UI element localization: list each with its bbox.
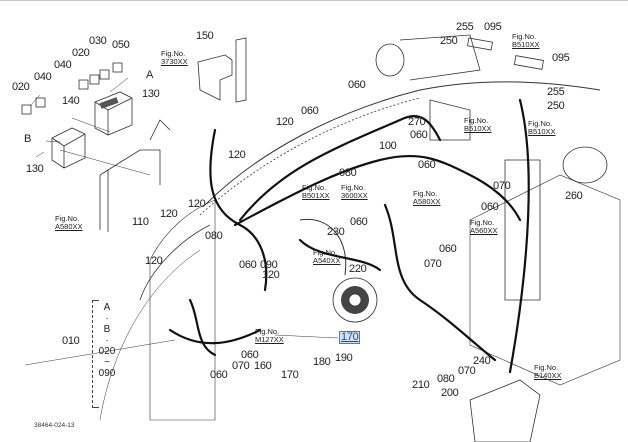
callout-180[interactable]: 180 <box>313 356 331 368</box>
callout-070[interactable]: 070 <box>232 360 250 372</box>
group-item: ~ <box>104 357 110 368</box>
fuse-box-a <box>94 91 133 136</box>
callout-230[interactable]: 230 <box>327 226 345 238</box>
fig-ref-3730xx[interactable]: Fig.No.3730XX <box>161 49 188 66</box>
callout-220[interactable]: 220 <box>349 263 367 275</box>
callout-130[interactable]: 130 <box>142 88 160 100</box>
callout-210[interactable]: 210 <box>412 379 430 391</box>
callout-250[interactable]: 250 <box>440 35 458 47</box>
callout-080[interactable]: 080 <box>339 167 357 179</box>
group-item: 090 <box>98 368 116 379</box>
callout-020[interactable]: 020 <box>72 47 90 59</box>
group-item: B <box>103 324 111 335</box>
image-code: 38464-024-13 <box>34 422 75 429</box>
callout-255[interactable]: 255 <box>547 86 565 98</box>
callout-090[interactable]: 090 <box>260 259 278 271</box>
callout-060[interactable]: 060 <box>481 201 499 213</box>
callout-200[interactable]: 200 <box>441 387 459 399</box>
callout-250[interactable]: 250 <box>547 100 565 112</box>
fig-ref-b510xx[interactable]: Fig.No.B510XX <box>512 32 540 49</box>
fuses <box>21 62 123 115</box>
callout-120[interactable]: 120 <box>160 208 178 220</box>
callout-120[interactable]: 120 <box>228 149 246 161</box>
callout-170[interactable]: 170 <box>281 369 299 381</box>
callout-160[interactable]: 160 <box>254 360 272 372</box>
callout-140[interactable]: 140 <box>62 95 80 107</box>
fig-ref-b510xx[interactable]: Fig.No.B510XX <box>528 119 556 136</box>
fig-ref-m127xx[interactable]: Fig.No.M127XX <box>255 327 284 344</box>
callout-170-highlighted[interactable]: 170 <box>339 331 361 344</box>
group-010-bracket <box>92 300 99 408</box>
callout-240[interactable]: 240 <box>473 355 491 367</box>
fig-ref-b510xx[interactable]: Fig.No.B510XX <box>464 116 492 133</box>
callout-060[interactable]: 060 <box>210 369 228 381</box>
callout-130[interactable]: 130 <box>26 163 44 175</box>
fig-ref-b501xx[interactable]: Fig.No.B501XX <box>302 183 330 200</box>
group-item: 020 <box>98 346 116 357</box>
callout-b[interactable]: B <box>24 133 32 145</box>
callout-070[interactable]: 070 <box>458 365 476 377</box>
callout-050[interactable]: 050 <box>112 39 130 51</box>
fig-ref-a580xx[interactable]: Fig.No.A580XX <box>55 214 83 231</box>
callout-a[interactable]: A <box>146 69 154 81</box>
callout-095[interactable]: 095 <box>484 21 502 33</box>
group-item: · <box>105 313 109 324</box>
fig-ref-a540xx[interactable]: Fig.No.A540XX <box>313 248 341 265</box>
fig-ref-3600xx[interactable]: Fig.No.3600XX <box>341 183 368 200</box>
group-010-items: A · B · 020 ~ 090 <box>97 302 117 379</box>
callout-190[interactable]: 190 <box>335 352 353 364</box>
callout-150[interactable]: 150 <box>196 30 214 42</box>
callout-070[interactable]: 070 <box>493 180 511 192</box>
callout-020[interactable]: 020 <box>12 81 30 93</box>
fig-ref-a560xx[interactable]: Fig.No.A560XX <box>470 218 498 235</box>
callout-030[interactable]: 030 <box>89 35 107 47</box>
callout-060[interactable]: 060 <box>418 159 436 171</box>
callout-120[interactable]: 120 <box>276 116 294 128</box>
callout-060[interactable]: 060 <box>241 349 259 361</box>
callout-110[interactable]: 110 <box>132 216 149 228</box>
callout-120[interactable]: 120 <box>188 198 206 210</box>
callout-060[interactable]: 060 <box>239 259 257 271</box>
callout-080[interactable]: 080 <box>205 230 223 242</box>
callout-060[interactable]: 060 <box>348 79 366 91</box>
callout-120[interactable]: 120 <box>145 255 163 267</box>
top-border <box>0 0 628 1</box>
callout-060[interactable]: 060 <box>439 243 457 255</box>
callout-070[interactable]: 070 <box>424 258 442 270</box>
callout-040[interactable]: 040 <box>54 59 72 71</box>
callout-270[interactable]: 270 <box>408 116 426 128</box>
callout-120[interactable]: 120 <box>262 269 280 281</box>
callout-095[interactable]: 095 <box>552 52 570 64</box>
callout-100[interactable]: 100 <box>379 140 397 152</box>
callout-040[interactable]: 040 <box>34 71 52 83</box>
group-item: · <box>105 335 109 346</box>
callout-060[interactable]: 060 <box>410 129 428 141</box>
fig-ref-a580xx[interactable]: Fig.No.A580XX <box>413 189 441 206</box>
fuse-box-b <box>51 127 86 169</box>
callout-260[interactable]: 260 <box>565 190 583 202</box>
callout-255[interactable]: 255 <box>456 21 474 33</box>
callout-060[interactable]: 060 <box>301 105 319 117</box>
callout-010[interactable]: 010 <box>62 335 80 347</box>
group-item: A <box>103 302 111 313</box>
fig-ref-b140xx[interactable]: Fig.No.B140XX <box>534 363 562 380</box>
callout-060[interactable]: 060 <box>350 216 368 228</box>
callout-080[interactable]: 080 <box>437 373 455 385</box>
